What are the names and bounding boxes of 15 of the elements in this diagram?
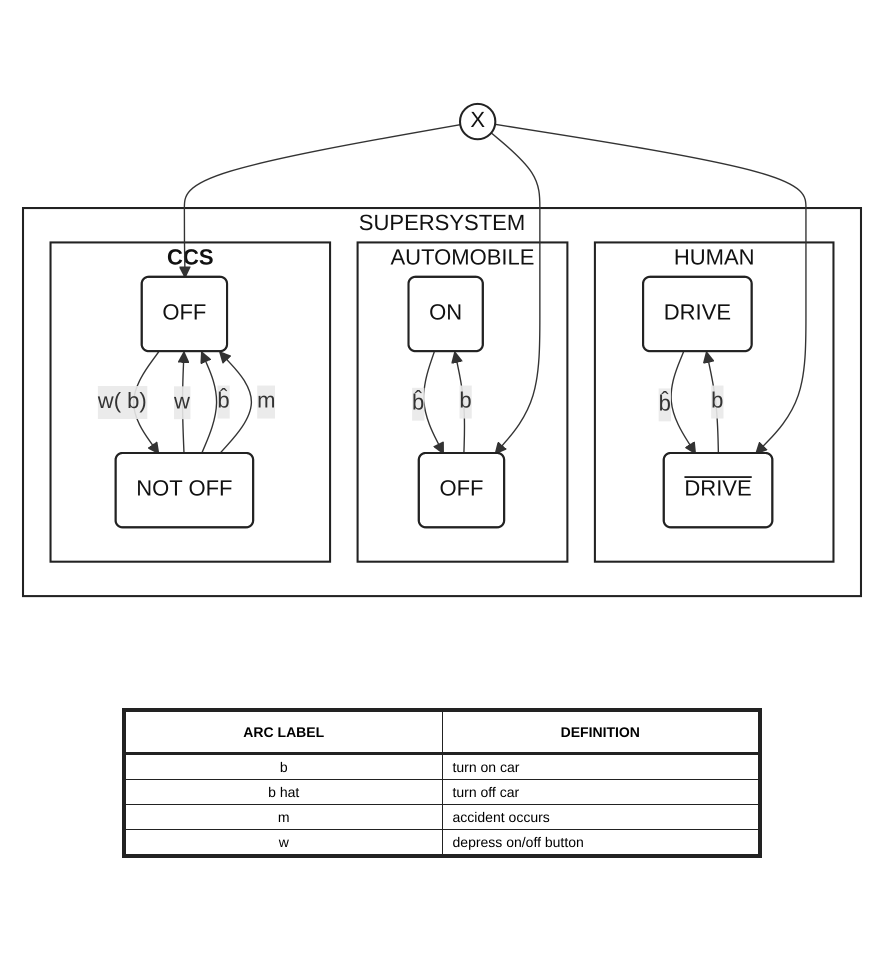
edge-label: b (711, 390, 724, 414)
edge-label: b̂ (658, 392, 671, 416)
table-cell: b (124, 754, 442, 780)
table-cell: b hat (124, 780, 442, 804)
arrow (490, 132, 541, 454)
table-header-cell: ARC LABEL (124, 710, 442, 754)
edge-label: w (174, 390, 190, 414)
edge-label: b̂ (412, 392, 424, 416)
arrow (200, 351, 218, 454)
table-cell: m (124, 804, 442, 830)
edge-label: b (459, 390, 472, 414)
node-circle: X (458, 102, 496, 140)
edge-label: m (257, 390, 276, 414)
edge-label: w( b) (98, 390, 147, 414)
edge-label: b̂ (217, 390, 230, 414)
